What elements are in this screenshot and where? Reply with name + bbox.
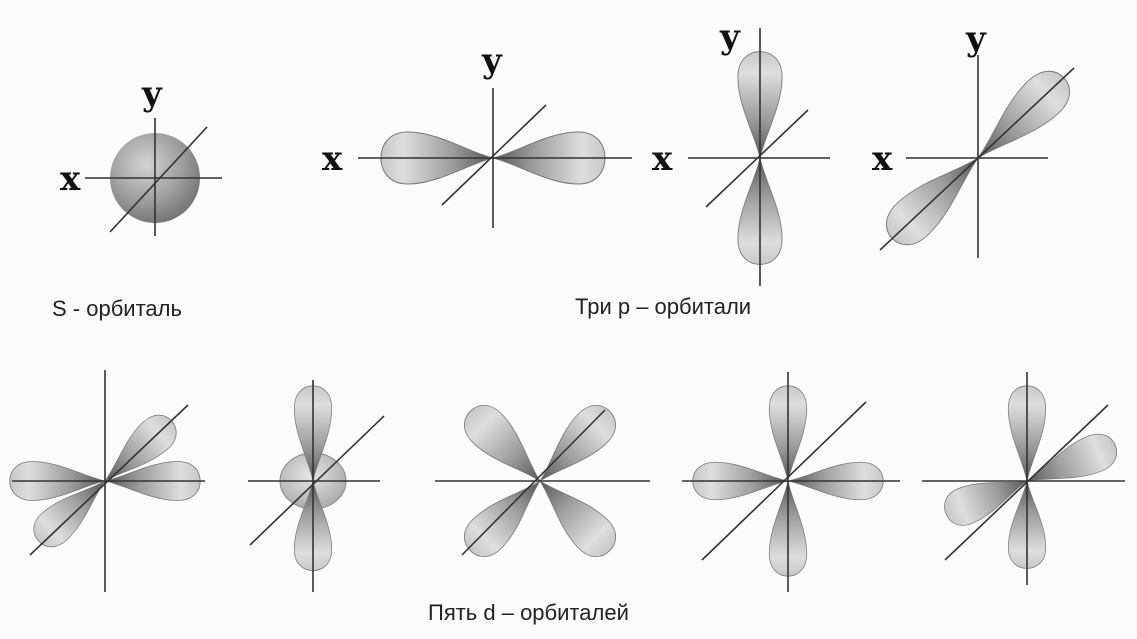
- d1-z-axis: [29, 404, 189, 556]
- d-orbital-4: [682, 372, 900, 592]
- d-orbital-3: [435, 396, 650, 566]
- s-orbital-caption: S - орбиталь: [52, 296, 182, 321]
- py-z-axis: [705, 109, 809, 208]
- p-orbitals-caption: Три р – орбитали: [575, 294, 752, 319]
- d5-z-axis: [944, 404, 1109, 561]
- pz-y-label: y: [965, 19, 987, 59]
- d-orbital-1: [9, 370, 205, 592]
- d4-z-axis: [701, 401, 867, 561]
- px-z-axis: [441, 104, 547, 206]
- d-orbitals-caption: Пять d – орбиталей: [428, 600, 629, 625]
- s-y-label: y: [141, 74, 163, 114]
- d2-z-axis: [249, 415, 385, 546]
- pz-x-label: x: [872, 139, 893, 179]
- px-y-label: y: [481, 41, 503, 81]
- py-orbital: x y: [652, 17, 830, 286]
- d3-z-axis: [461, 409, 606, 556]
- s-x-label: x: [60, 159, 81, 199]
- pz-z-axis: [879, 67, 1075, 251]
- pz-orbital: x y: [872, 19, 1080, 258]
- py-x-label: x: [652, 139, 673, 179]
- py-y-label: y: [719, 17, 741, 57]
- px-x-label: x: [322, 139, 343, 179]
- d-orbital-2: [248, 380, 385, 592]
- s-orbital: x y: [60, 74, 222, 236]
- d-orbital-5: [922, 372, 1125, 585]
- px-orbital: x y: [322, 41, 632, 228]
- s-z-axis: [109, 126, 208, 233]
